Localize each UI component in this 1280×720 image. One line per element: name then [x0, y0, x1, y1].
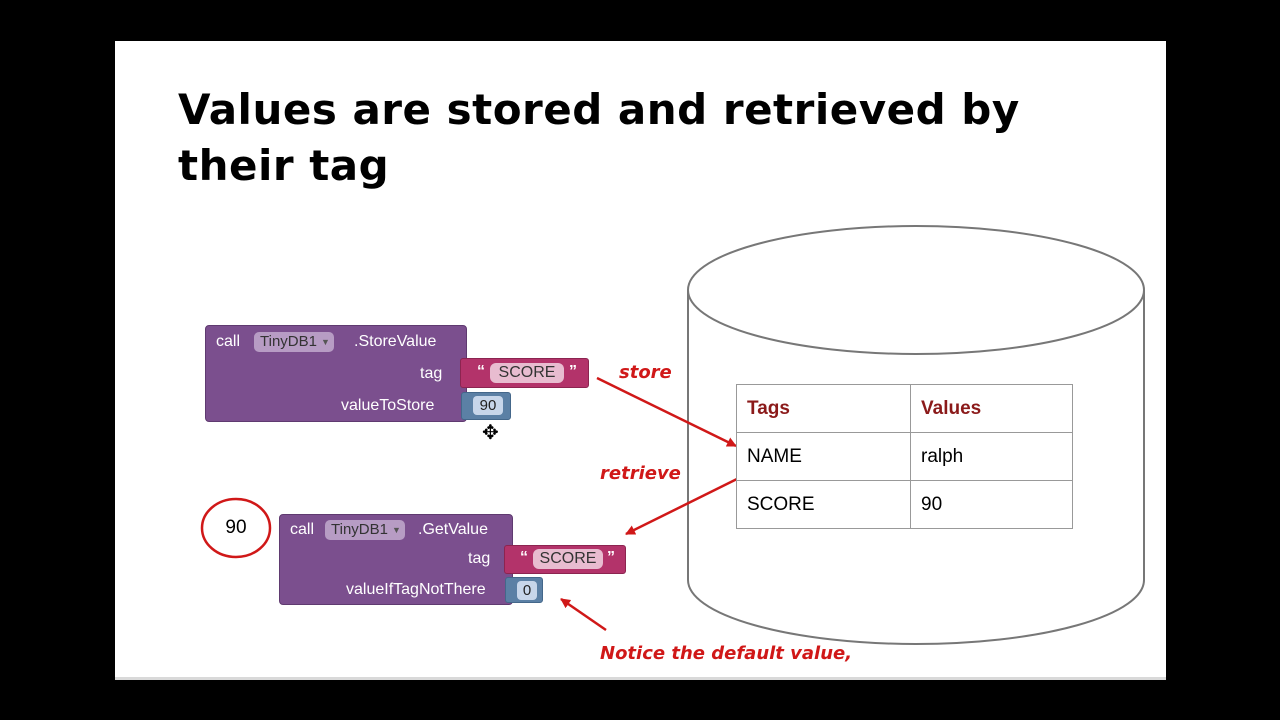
store-method-label: .StoreValue — [354, 333, 437, 350]
result-value: 90 — [225, 517, 247, 538]
store-call-label: call — [216, 333, 241, 350]
retrieve-annotation: retrieve — [600, 463, 681, 484]
slide-bottom-edge — [115, 677, 1166, 680]
table-header-row: Tags Values — [736, 384, 1073, 433]
default-value-arrow — [560, 597, 607, 632]
table-cell-tag: NAME — [736, 432, 911, 481]
get-component-dropdown[interactable]: TinyDB1▼ — [325, 520, 405, 540]
result-circle — [200, 497, 272, 559]
notice-annotation: Notice the default value, — [600, 643, 853, 664]
get-tag-label: tag — [468, 550, 491, 567]
store-component-label: TinyDB1 — [260, 333, 317, 350]
slide-title: Values are stored and retrieved by their… — [178, 85, 1020, 190]
header-tags: Tags — [736, 384, 911, 433]
retrieve-arrow — [625, 474, 744, 536]
open-quote: “ — [477, 363, 485, 380]
table-cell-value: 90 — [910, 480, 1073, 529]
table-cell-tag: SCORE — [736, 480, 911, 529]
get-call-label: call — [290, 521, 315, 538]
get-default-number-field[interactable]: 0 — [517, 581, 537, 600]
table-cell-value: ralph — [910, 432, 1073, 481]
get-default-label: valueIfTagNotThere — [346, 581, 486, 598]
table-row: NAME ralph — [736, 432, 1073, 481]
store-arrow — [596, 376, 737, 448]
close-quote: ” — [569, 363, 577, 380]
store-tag-label: tag — [420, 365, 443, 382]
store-number-field[interactable]: 90 — [473, 396, 503, 415]
chevron-down-icon: ▼ — [391, 525, 401, 535]
store-value-label: valueToStore — [341, 397, 435, 414]
header-values: Values — [910, 384, 1073, 433]
get-method-label: .GetValue — [418, 521, 488, 538]
close-quote: ” — [607, 549, 615, 566]
store-annotation: store — [619, 362, 672, 383]
store-tag-text-field[interactable]: SCORE — [490, 363, 564, 383]
store-component-dropdown[interactable]: TinyDB1▼ — [254, 332, 334, 352]
open-quote: “ — [520, 549, 528, 566]
store-value-block[interactable] — [205, 325, 467, 422]
get-component-label: TinyDB1 — [331, 521, 388, 538]
move-cursor-icon: ✥ — [482, 422, 499, 444]
get-tag-text-field[interactable]: SCORE — [533, 549, 603, 569]
tag-value-table: Tags Values NAME ralph SCORE 90 — [736, 384, 1073, 529]
table-row: SCORE 90 — [736, 480, 1073, 529]
chevron-down-icon: ▼ — [320, 337, 330, 347]
